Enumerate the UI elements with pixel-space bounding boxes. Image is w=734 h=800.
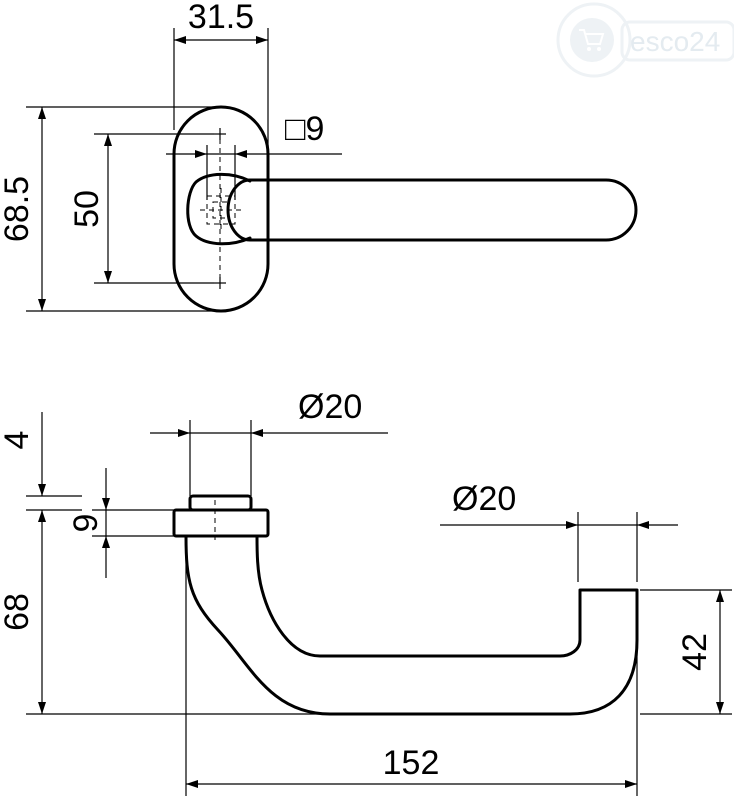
- handle-body: [184, 534, 639, 716]
- watermark-circle: [556, 2, 632, 78]
- collar-dimension-label: 9: [67, 514, 105, 533]
- spindle-dimension-label: □9: [285, 110, 324, 148]
- watermark-text: esco24: [630, 26, 720, 57]
- total-height-dimension-label: 68: [0, 593, 36, 631]
- spindle-square: [206, 195, 236, 225]
- hole-spacing-dimension-label: 50: [68, 190, 106, 228]
- watermark: esco24: [556, 2, 734, 78]
- width-dimension-label: 31.5: [188, 0, 254, 36]
- length-dimension-label: 152: [383, 744, 440, 782]
- diameter-top-dimension-label: Ø20: [298, 388, 362, 426]
- rose-height-dimension-label: 4: [0, 431, 36, 450]
- shopping-cart-icon: [570, 18, 614, 62]
- top-view: 31.5 □9 68.5 50: [0, 0, 638, 313]
- lever-hub: [186, 172, 252, 246]
- side-view: Ø20 Ø20 4 9 68 42: [0, 388, 732, 796]
- rose-plate: [172, 105, 270, 313]
- lever-arm: [226, 178, 638, 242]
- height-dimension-label: 68.5: [0, 176, 36, 242]
- collar: [172, 508, 270, 538]
- diameter-grip-dimension-label: Ø20: [452, 480, 516, 518]
- rose-cap: [188, 494, 253, 512]
- grip-height-dimension-label: 42: [676, 633, 714, 671]
